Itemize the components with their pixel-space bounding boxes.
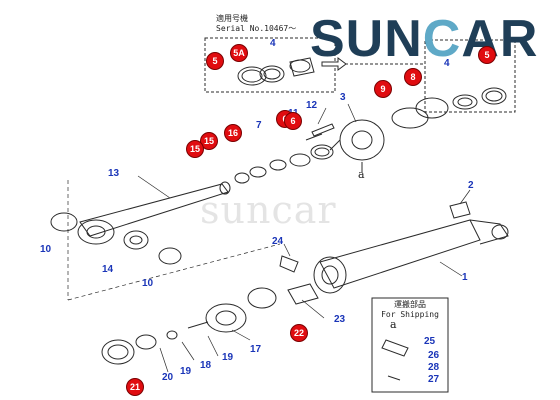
ring-22 <box>247 287 277 309</box>
bolt-11 <box>305 133 323 141</box>
cylinder-tube-1 <box>319 219 481 289</box>
callout-red-22: 22 <box>290 324 308 342</box>
callout-red-8: 8 <box>404 68 422 86</box>
callout-4: 4 <box>270 38 276 49</box>
watermark-text: suncar <box>200 188 337 232</box>
seal-10-right <box>158 247 182 265</box>
callout-red-6: 6 <box>284 112 302 130</box>
callout-10-left: 10 <box>40 244 52 255</box>
callout-red-15b: 15 <box>186 140 204 158</box>
ring-5a <box>259 65 285 83</box>
ring-19a <box>166 330 178 340</box>
callout-19b: 19 <box>180 366 192 377</box>
ring-9 <box>391 107 429 129</box>
callout-25: 25 <box>424 336 436 347</box>
callout-14: 14 <box>102 264 114 275</box>
cylinder-head-3 <box>339 119 385 161</box>
callout-12: 12 <box>306 100 318 111</box>
nut-23 <box>287 283 319 305</box>
bushing-4-right <box>452 94 478 110</box>
reference-point-a: a <box>358 168 365 181</box>
callout-10-right: 10 <box>142 278 154 289</box>
callout-red-5: 5 <box>206 52 224 70</box>
callout-4-right: 4 <box>444 58 450 69</box>
rod-eye <box>77 219 115 245</box>
seal-10-left <box>50 212 78 232</box>
bushing-14 <box>123 230 149 250</box>
piston-17 <box>205 303 247 333</box>
callout-red-5-right: 5 <box>478 46 496 64</box>
seal-16b <box>234 172 250 184</box>
callout-red-16: 16 <box>224 124 242 142</box>
pin-18 <box>187 321 209 329</box>
callout-3: 3 <box>340 92 346 103</box>
callout-2: 2 <box>468 180 474 191</box>
serial-number-label: 適用号機 Serial No.10467～ <box>216 14 297 33</box>
seal-6 <box>310 144 334 160</box>
ring-8 <box>415 97 449 119</box>
ring-21 <box>101 339 135 365</box>
seal-15 <box>269 159 287 171</box>
callout-red-5a: 5A <box>230 44 248 62</box>
callout-red-9: 9 <box>374 80 392 98</box>
bolt-12 <box>311 123 335 137</box>
callout-20: 20 <box>162 372 174 383</box>
callout-19a: 19 <box>222 352 234 363</box>
screw-24 <box>279 255 299 273</box>
serial-kit-box <box>204 37 336 93</box>
seal-7 <box>289 153 311 167</box>
callout-13: 13 <box>108 168 120 179</box>
reference-point-a-shipping: a <box>390 318 397 331</box>
callout-17: 17 <box>250 344 262 355</box>
callout-18: 18 <box>200 360 212 371</box>
callout-24: 24 <box>272 236 284 247</box>
right-kit-box <box>424 39 516 113</box>
callout-27: 27 <box>428 374 440 385</box>
bushing-4 <box>289 57 315 77</box>
brand-logo: SUNCAR <box>310 8 556 70</box>
shipping-box <box>371 297 449 393</box>
callout-1: 1 <box>462 272 468 283</box>
ring-5 <box>237 66 267 86</box>
callout-28: 28 <box>428 362 440 373</box>
callout-7: 7 <box>256 120 262 131</box>
callout-26: 26 <box>428 350 440 361</box>
callout-23: 23 <box>334 314 346 325</box>
bushing-2 <box>449 201 471 219</box>
callout-red-21: 21 <box>126 378 144 396</box>
ring-5-right <box>481 87 507 105</box>
brand-logo-text: SUNCAR <box>310 10 539 68</box>
ring-20 <box>135 334 157 350</box>
seal-16a <box>249 166 267 178</box>
shipping-parts-label: 運搬部品 For Shipping <box>381 300 439 319</box>
